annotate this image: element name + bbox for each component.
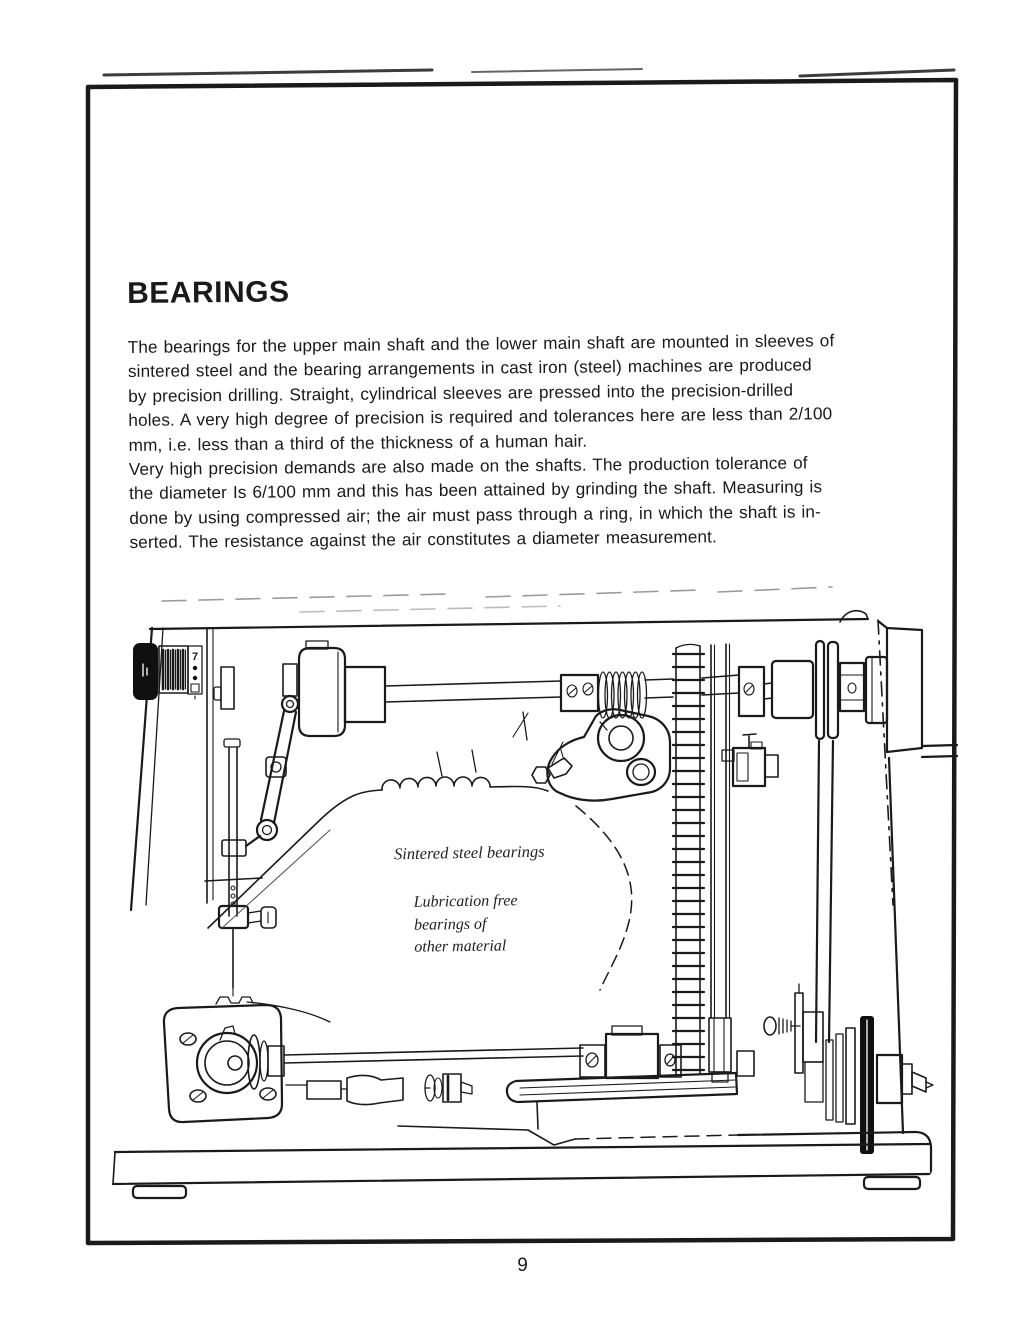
dial-digit: 7	[192, 651, 198, 663]
feed-bar	[505, 1050, 755, 1130]
takeup-cam	[512, 708, 672, 802]
page-title: BEARINGS	[127, 275, 290, 310]
handwheel	[814, 639, 889, 741]
arm-top	[148, 586, 870, 631]
pivot-bracket	[213, 666, 235, 710]
counterweight	[297, 640, 387, 738]
page-number: 9	[517, 1255, 528, 1276]
figure-label-line: other material	[414, 937, 507, 956]
clamp-bracket	[731, 733, 779, 788]
worm-gear	[597, 671, 648, 719]
drive-belt	[814, 739, 835, 1044]
scan-smudge-marks	[102, 68, 956, 78]
figure-label-sintered: Sintered steel bearings	[393, 841, 545, 864]
bearing-blocks	[579, 1025, 682, 1080]
timing-chain	[671, 643, 706, 1077]
body-paragraph: The bearings for the upper main shaft an…	[128, 327, 930, 554]
stitch-dial: 7	[158, 645, 203, 700]
text-block: BEARINGS The bearings for the upper main…	[127, 269, 930, 554]
needle-bar	[217, 738, 277, 997]
lower-pulley	[763, 983, 934, 1154]
tension-knob	[133, 643, 158, 700]
figure-label-line: Lubrication free	[413, 892, 518, 911]
crank-link	[244, 663, 300, 848]
vertical-rods	[708, 643, 735, 1083]
bobbin-module	[162, 996, 331, 1124]
dome-outline	[207, 711, 633, 991]
figure-label-line: bearings of	[413, 915, 487, 934]
page-border-frame	[85, 77, 959, 1246]
machine-bed	[111, 1125, 933, 1200]
upper-main-shaft	[384, 674, 773, 703]
figure-label-lubrication: Lubrication free bearings of other mater…	[414, 890, 519, 959]
shaft-collar	[559, 673, 600, 713]
right-shaft-collar	[737, 659, 815, 720]
lower-shafts	[283, 1047, 584, 1106]
